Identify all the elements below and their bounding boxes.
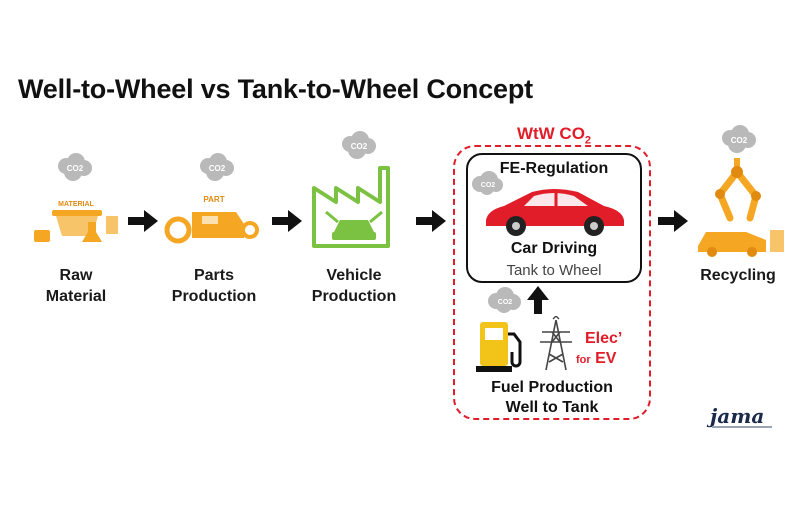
wtw-co2-label: WtW CO2: [516, 124, 592, 147]
fe-regulation-label: FE-Regulation: [499, 160, 609, 177]
arrow-right-icon: [272, 210, 302, 237]
recycling-icon: CO2: [690, 122, 790, 258]
arrow-right-icon: [658, 210, 688, 237]
co2-cloud-icon: CO2: [58, 153, 92, 181]
svg-text:CO2: CO2: [209, 164, 226, 173]
part-icon-text: PART: [203, 195, 224, 204]
raw-material-icon: CO2 MATERIAL: [28, 150, 124, 250]
jama-logo: jama: [710, 404, 765, 428]
recycling-label: Recycling: [700, 267, 776, 284]
svg-text:CO2: CO2: [731, 136, 748, 145]
elec-label: Elec’: [585, 330, 623, 347]
co2-cloud-icon: CO2: [486, 286, 522, 319]
page-title: Well-to-Wheel vs Tank-to-Wheel Concept: [18, 74, 533, 104]
ttw-box: [466, 153, 642, 283]
arrow-right-icon: [416, 210, 446, 237]
svg-text:CO2: CO2: [351, 142, 368, 151]
logo-underline: [712, 426, 772, 428]
fuel-production-label: Fuel Production Well to Tank: [491, 379, 613, 416]
material-icon-text: MATERIAL: [58, 201, 94, 208]
svg-text:CO2: CO2: [67, 164, 84, 173]
vehicle-production-icon: CO2: [304, 128, 404, 252]
power-tower-icon: [536, 315, 576, 377]
co2-cloud-icon: CO2: [470, 170, 504, 201]
fuel-pump-icon: [476, 320, 526, 377]
svg-text:CO2: CO2: [481, 182, 496, 189]
arrow-up-icon: [527, 286, 549, 319]
svg-text:CO2: CO2: [498, 299, 513, 306]
for-ev-label: for EV: [576, 350, 617, 367]
car-driving-label: Car Driving: [510, 240, 598, 257]
car-icon: [480, 184, 630, 245]
wtw-boundary: [453, 145, 651, 420]
tank-to-wheel-label: Tank to Wheel: [506, 262, 602, 279]
arrow-right-icon: [128, 210, 158, 237]
parts-production-icon: CO2 PART: [162, 150, 266, 250]
